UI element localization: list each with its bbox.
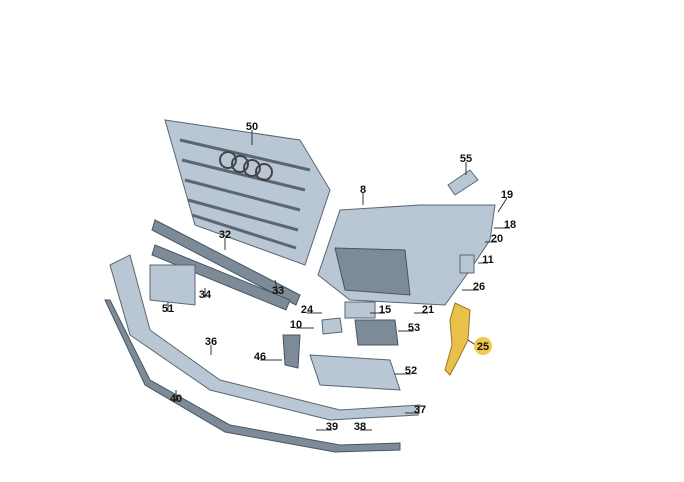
- part-label-24: 24: [301, 304, 314, 316]
- trim-part-40: [104, 299, 401, 453]
- part-label-15: 15: [379, 304, 391, 316]
- strip-part-32: [151, 219, 301, 306]
- cap-part-55: [447, 169, 479, 196]
- spoiler-part-36: [109, 254, 421, 421]
- part-label-37: 37: [414, 404, 426, 416]
- bracket-part-15: [344, 301, 376, 319]
- part-label-38: 38: [354, 421, 366, 433]
- plate-holder-part-51: [149, 264, 196, 306]
- frame-part-53: [354, 319, 399, 346]
- part-label-36: 36: [205, 336, 217, 348]
- fog-opening: [334, 247, 411, 296]
- leader-line-33: [274, 279, 279, 295]
- part-label-18: 18: [504, 219, 516, 231]
- part-label-10: 10: [290, 319, 302, 331]
- part-label-34: 34: [199, 289, 212, 301]
- part-label-50: 50: [246, 121, 258, 133]
- part-label-33: 33: [272, 285, 284, 297]
- part-label-40: 40: [170, 393, 182, 405]
- part-label-32: 32: [219, 229, 231, 241]
- part-label-51: 51: [162, 303, 174, 315]
- leader-line-19: [497, 197, 508, 213]
- part-label-8: 8: [360, 184, 366, 196]
- part-label-26: 26: [473, 281, 485, 293]
- part-label-53: 53: [408, 322, 420, 334]
- part-label-25: 25: [477, 341, 489, 353]
- lower-grille-part-52: [309, 354, 401, 391]
- part-label-46: 46: [254, 351, 266, 363]
- cap-part-10: [321, 317, 343, 335]
- part-label-52: 52: [405, 365, 417, 377]
- part-label-55: 55: [460, 153, 472, 165]
- highlight-badge: [474, 337, 492, 355]
- part-label-11: 11: [482, 254, 494, 266]
- part-label-20: 20: [491, 233, 503, 245]
- bracket-part-11: [459, 254, 475, 274]
- grille-part-50: [164, 119, 331, 266]
- part-label-19: 19: [501, 189, 513, 201]
- strip-part-34: [151, 244, 291, 311]
- part-label-21: 21: [422, 304, 434, 316]
- bracket-part-25-highlighted: [444, 302, 471, 376]
- part-label-39: 39: [326, 421, 338, 433]
- bracket-part-46: [282, 334, 301, 369]
